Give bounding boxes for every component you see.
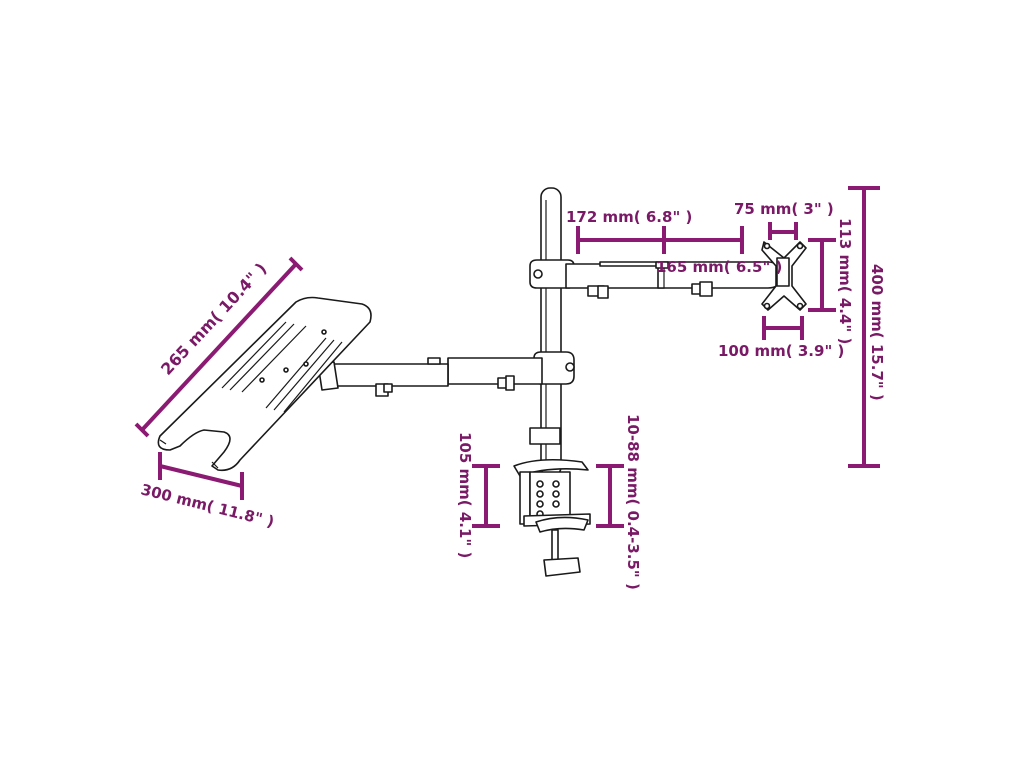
tray-depth-dimension [134, 256, 304, 438]
tray-width-dimension [158, 452, 244, 500]
desk-thickness-dimension [596, 464, 624, 528]
tray-width-label: 300 mm( 11.8" ) [139, 480, 276, 531]
pole-height-dimension [848, 186, 880, 468]
clamp-height-dimension [472, 464, 500, 528]
arm-length-dimension [576, 226, 744, 254]
desk-thickness-label: 10-88 mm( 0.4-3.5" ) [624, 414, 642, 590]
vesa-100-label: 100 mm( 3.9" ) [718, 342, 844, 360]
vesa-100-dimension [762, 316, 804, 340]
dimension-lines [134, 186, 880, 528]
lower-arm [317, 357, 543, 397]
vesa-75-dimension [768, 222, 798, 240]
monitor-mount-drawing [157, 187, 807, 577]
vesa-height-label: 113 mm( 4.4" ) [836, 218, 854, 344]
vesa-plate [761, 241, 807, 311]
pole-height-label: 400 mm( 15.7" ) [868, 264, 886, 401]
desk-clamp [513, 427, 591, 577]
arm-length-label: 172 mm( 6.8" ) [566, 208, 692, 226]
clamp-height-label: 105 mm( 4.1" ) [456, 432, 474, 558]
laptop-tray [157, 296, 372, 472]
arm-length-2-label: 165 mm( 6.5" ) [656, 258, 782, 276]
upper-arm [565, 261, 781, 299]
vesa-75-label: 75 mm( 3" ) [734, 200, 834, 218]
vesa-height-dimension [808, 238, 836, 312]
